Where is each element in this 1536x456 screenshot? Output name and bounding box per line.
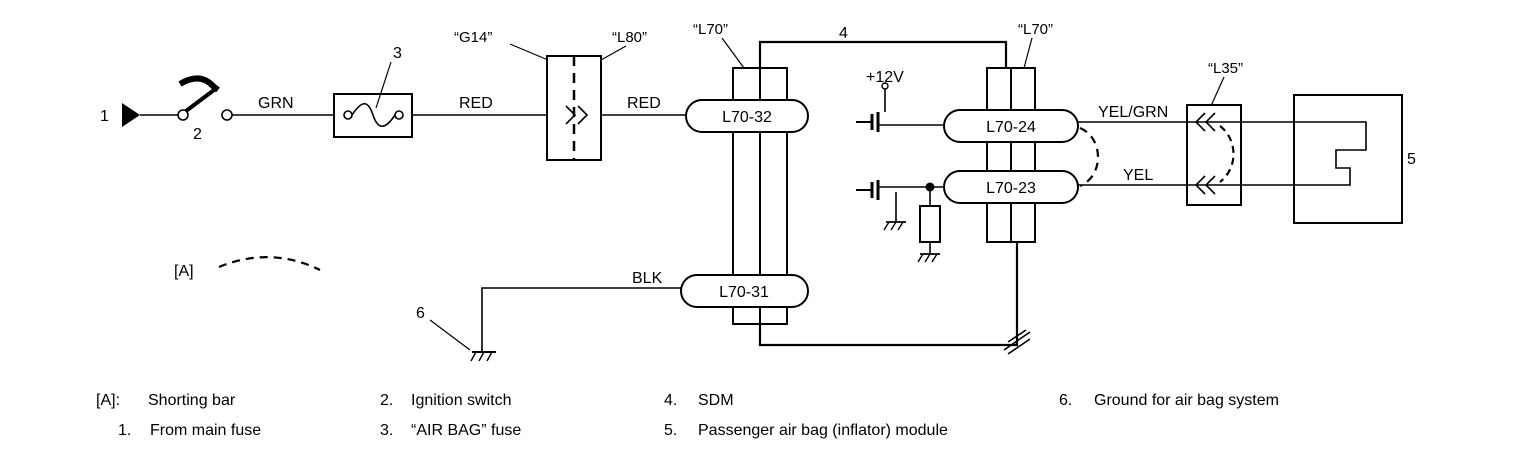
supply-terminal-icon — [881, 82, 889, 90]
connector-label-l70-left: “L70” — [693, 21, 728, 38]
connector-g14-l80 — [546, 55, 602, 161]
legend-item-a: [A]:Shorting bar — [96, 392, 236, 409]
connector-label-l35: “L35” — [1208, 60, 1243, 77]
ground-6-icon — [470, 351, 496, 362]
resistor-icon — [919, 205, 941, 243]
legend-item-4: 4.SDM — [664, 392, 734, 409]
connector-label-g14: “G14” — [454, 29, 492, 46]
legend-item-6: 6.Ground for air bag system — [1059, 392, 1279, 409]
wire-label-red-2: RED — [627, 95, 661, 112]
terminal-l70-31: L70-31 — [680, 274, 809, 308]
chassis-ground-icon — [1003, 329, 1031, 355]
main-fuse-arrow-icon — [122, 103, 140, 127]
connector-label-l70-right: “L70” — [1018, 21, 1053, 38]
wire-label-grn: GRN — [258, 95, 294, 112]
callout-5: 5 — [1407, 151, 1416, 168]
air-bag-fuse — [333, 61, 413, 138]
callout-6: 6 — [416, 305, 425, 322]
shorting-bar-key: [A] — [174, 263, 194, 280]
wire-label-blk: BLK — [632, 270, 663, 287]
supply-label: +12V — [866, 69, 904, 86]
legend-item-3: 3.“AIR BAG” fuse — [380, 422, 522, 439]
connector-l70-right — [986, 67, 1036, 243]
ignition-switch — [177, 75, 233, 121]
callout-4: 4 — [839, 25, 848, 42]
wire-blk — [481, 287, 681, 352]
svg-text:L70-24: L70-24 — [986, 119, 1036, 136]
wire-label-red-1: RED — [459, 95, 493, 112]
passenger-air-bag-module — [1293, 94, 1403, 224]
terminal-l70-24: L70-24 — [943, 109, 1079, 143]
legend-item-1: 1.From main fuse — [118, 422, 262, 439]
sdm-bottom-frame — [758, 242, 1019, 347]
legend-item-2: 2.Ignition switch — [380, 392, 512, 409]
wire-label-yel: YEL — [1123, 167, 1153, 184]
terminal-l70-32: L70-32 — [685, 99, 809, 133]
svg-text:L70-32: L70-32 — [722, 109, 772, 126]
shorting-bar-sdm — [1079, 126, 1100, 188]
legend-item-5: 5.Passenger air bag (inflator) module — [664, 422, 948, 439]
callout-2: 2 — [193, 126, 202, 143]
ground-input-symbol — [856, 180, 880, 200]
callout-1: 1 — [100, 108, 109, 125]
wire-label-yel-grn: YEL/GRN — [1098, 104, 1168, 121]
terminal-l70-23: L70-23 — [943, 170, 1079, 204]
shorting-bar-key-symbol — [218, 256, 321, 271]
connector-l35 — [1186, 104, 1242, 206]
ground-icon — [883, 221, 906, 231]
sdm-top-frame — [758, 40, 1008, 68]
callout-3: 3 — [393, 45, 402, 62]
connector-label-l80: “L80” — [612, 29, 647, 46]
supply-input-symbol — [856, 112, 880, 132]
svg-text:L70-23: L70-23 — [986, 180, 1036, 197]
svg-text:L70-31: L70-31 — [719, 284, 769, 301]
ground-icon — [917, 253, 940, 263]
